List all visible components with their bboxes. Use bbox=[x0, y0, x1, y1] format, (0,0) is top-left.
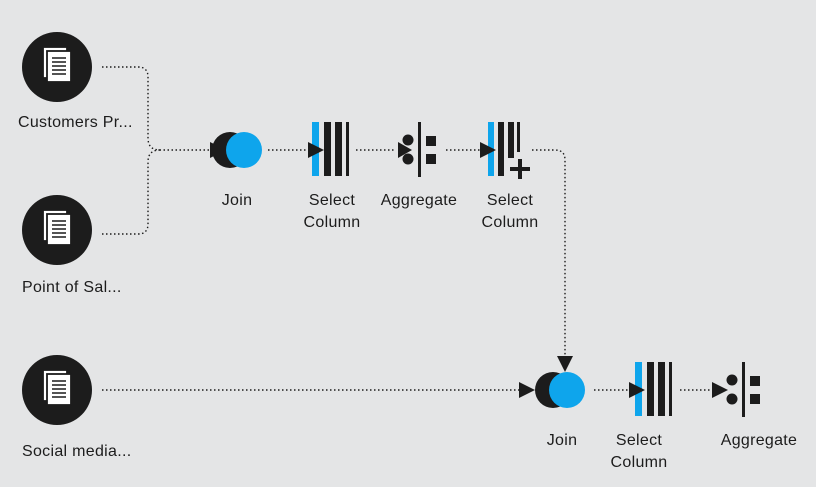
input-arrow-icon bbox=[629, 382, 645, 398]
input-arrow-down-icon bbox=[557, 356, 573, 372]
select-column-node-3[interactable] bbox=[629, 362, 672, 416]
step-label-select-column-1: Select Column bbox=[303, 192, 361, 231]
source-label-social: Social media... bbox=[22, 443, 132, 460]
join-node-1[interactable] bbox=[210, 132, 262, 168]
input-arrow-icon bbox=[210, 142, 226, 158]
source-label-pos: Point of Sal... bbox=[22, 279, 122, 296]
source-node-pos[interactable] bbox=[22, 195, 92, 265]
connector-pos-join bbox=[102, 149, 161, 235]
step-label-aggregate-1: Aggregate bbox=[380, 192, 458, 209]
step-label-aggregate-2: Aggregate bbox=[720, 432, 798, 449]
input-arrow-icon bbox=[480, 142, 496, 158]
aggregate-icon bbox=[402, 122, 436, 177]
aggregate-node-2[interactable] bbox=[712, 362, 760, 417]
aggregate-icon bbox=[726, 362, 760, 417]
connector-select-join bbox=[532, 149, 566, 358]
input-arrow-icon bbox=[519, 382, 535, 398]
step-label-join-2: Join bbox=[546, 432, 578, 449]
step-label-select-column-3: Select Column bbox=[610, 432, 668, 471]
step-label-select-column-2: Select Column bbox=[481, 192, 539, 231]
source-node-social[interactable] bbox=[22, 355, 92, 425]
document-stack-icon bbox=[22, 32, 92, 102]
join-icon bbox=[212, 132, 262, 168]
input-arrow-icon bbox=[398, 142, 412, 158]
connector-customers-join bbox=[102, 66, 212, 151]
aggregate-node-1[interactable] bbox=[398, 122, 436, 177]
source-label-customers: Customers Pr... bbox=[18, 114, 133, 131]
select-column-node-1[interactable] bbox=[308, 122, 349, 176]
document-stack-icon bbox=[22, 195, 92, 265]
input-arrow-icon bbox=[308, 142, 324, 158]
select-column-node-2[interactable] bbox=[480, 122, 530, 179]
join-node-2[interactable] bbox=[519, 356, 585, 408]
input-arrow-icon bbox=[712, 382, 728, 398]
source-node-customers[interactable] bbox=[22, 32, 92, 102]
step-label-join-1: Join bbox=[221, 192, 253, 209]
document-stack-icon bbox=[22, 355, 92, 425]
join-icon bbox=[535, 372, 585, 408]
